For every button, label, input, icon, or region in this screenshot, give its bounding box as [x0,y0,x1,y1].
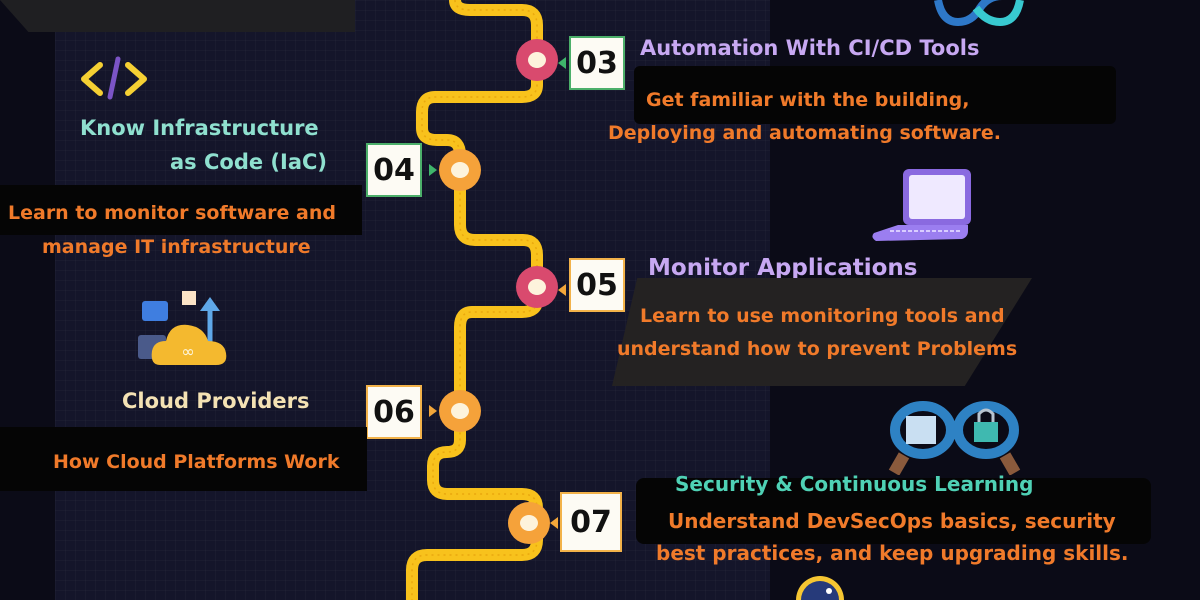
svg-text:∞: ∞ [181,342,194,361]
step-06-desc-band [0,427,367,491]
bottom-partial-icon [796,576,844,600]
code-brackets-icon [78,55,150,105]
devsecops-icon [888,400,1023,479]
step-05-desc-line1: Learn to use monitoring tools and [640,305,1005,327]
top-header-band [0,0,355,32]
node-07 [508,502,550,544]
step-04-title-line1: Know Infrastructure [80,116,319,140]
step-07-desc-band [636,478,1151,544]
step-07-title: Security & Continuous Learning [675,472,1034,496]
step-03-desc-line1: Get familiar with the building, [646,89,970,111]
node-04 [439,149,481,191]
step-03-desc-line2: Deploying and automating software. [608,122,1002,144]
step-06-number: 06 [366,385,422,439]
node-03 [516,39,558,81]
step-07-desc-line1: Understand DevSecOps basics, security [668,509,1116,533]
node-05 [516,266,558,308]
step-04-desc-line1: Learn to monitor software and [8,202,336,224]
step-04-desc-band [0,185,362,235]
step-06-title: Cloud Providers [122,389,310,413]
laptop-icon [868,165,973,249]
infinity-icon [928,0,1028,32]
step-03-desc-band [634,66,1116,124]
step-04-title-line2: as Code (IaC) [170,150,327,174]
step-05-title: Monitor Applications [648,255,918,281]
step-03-title: Automation With CI/CD Tools [640,36,980,60]
step-04-desc-line2: manage IT infrastructure [42,236,311,258]
step-05-desc-line2: understand how to prevent Problems [617,338,1018,360]
step-04-number: 04 [366,143,422,197]
node-06 [439,390,481,432]
step-05-number: 05 [569,258,625,312]
step-06-desc-line1: How Cloud Platforms Work [53,451,340,473]
cloud-icon: ∞ [136,285,236,374]
step-07-number: 07 [560,492,622,552]
step-05-desc-band [612,278,1032,386]
step-03-number: 03 [569,36,625,90]
step-07-desc-line2: best practices, and keep upgrading skill… [656,541,1129,565]
